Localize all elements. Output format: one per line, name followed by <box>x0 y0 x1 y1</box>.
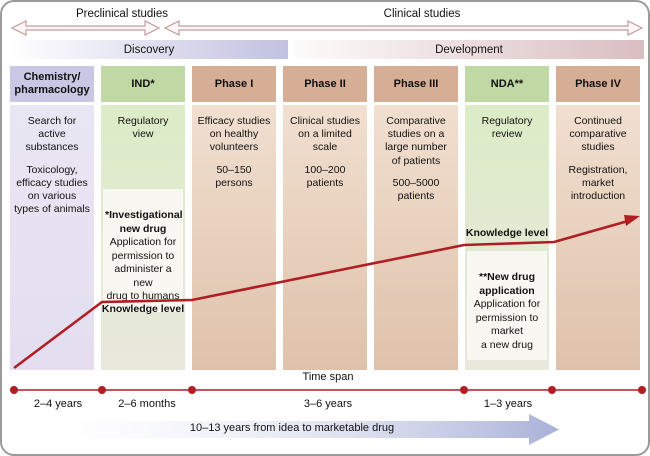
development-label: Development <box>435 43 503 56</box>
summary-duration-label: 10–13 years from idea to marketable drug <box>189 422 395 434</box>
column-phase2-text: 100–200 patients <box>304 163 346 189</box>
axis-dot <box>188 386 196 394</box>
knowledge-level-label-ind: Knowledge level <box>101 303 185 315</box>
column-ind-header: IND* <box>101 66 185 102</box>
column-phase4-header: Phase IV <box>556 66 640 102</box>
column-chemistry-body: Search for active substances Toxicology,… <box>10 105 94 370</box>
column-phase4-text: Registration, market introduction <box>568 163 628 203</box>
ind-footnote-title: *Investigational new drug <box>105 209 183 235</box>
column-ind-body: Regulatory view *Investigational new dru… <box>101 105 185 370</box>
axis-dot <box>548 386 556 394</box>
column-nda-body: Regulatory review Knowledge level **New … <box>465 105 549 370</box>
axis-dot <box>98 386 106 394</box>
column-phase3-body: Comparative studies on a large number of… <box>374 105 458 370</box>
column-phase2-text: Clinical studies on a limited scale <box>289 115 361 154</box>
discovery-bar: Discovery <box>10 40 288 59</box>
timeline-segment-label: 3–6 years <box>303 398 353 410</box>
clinical-studies-label: Clinical studies <box>383 8 461 20</box>
axis-dot <box>10 386 18 394</box>
column-phase4-text: Continued comparative studies <box>569 115 627 154</box>
axis-dot <box>638 386 646 394</box>
column-chemistry-header: Chemistry/ pharmacology <box>10 66 94 102</box>
column-phase3-header: Phase III <box>374 66 458 102</box>
timeline-segment-label: 1–3 years <box>483 398 533 410</box>
column-phase2-header: Phase II <box>283 66 367 102</box>
discovery-label: Discovery <box>123 43 175 56</box>
column-phase4-body: Continued comparative studies Registrati… <box>556 105 640 370</box>
column-phase3-text: Comparative studies on a large number of… <box>385 115 447 167</box>
nda-footnote-title: **New drug application <box>478 271 535 297</box>
timeline-segment-label: 2–4 years <box>33 398 83 410</box>
column-phase1-header: Phase I <box>192 66 276 102</box>
column-chemistry-text: Search for active substances <box>25 115 79 154</box>
column-nda-header: NDA** <box>465 66 549 102</box>
axis-dot <box>460 386 468 394</box>
nda-footnote-text: Application for permission to market a n… <box>473 298 541 351</box>
column-chemistry-text: Toxicology, efficacy studies on various … <box>14 163 90 216</box>
clinical-double-arrow <box>163 20 644 36</box>
ind-footnote-text: Application for permission to administer… <box>106 236 180 303</box>
column-phase1-text: Efficacy studies on healthy volunteers <box>197 115 271 154</box>
preclinical-studies-label: Preclinical studies <box>75 8 169 20</box>
time-span-axis-dots <box>10 386 646 394</box>
development-bar: Development <box>294 40 644 59</box>
column-ind-text: Regulatory view <box>117 115 169 141</box>
knowledge-level-label-nda: Knowledge level <box>465 227 549 239</box>
timeline-segment-label: 2–6 months <box>118 398 176 410</box>
column-phase1-body: Efficacy studies on healthy volunteers 5… <box>192 105 276 370</box>
column-nda-text: Regulatory review <box>481 115 533 141</box>
column-phase1-text: 50–150 persons <box>215 163 253 189</box>
preclinical-double-arrow <box>10 20 161 36</box>
column-phase3-text: 500–5000 patients <box>392 176 440 203</box>
time-span-label: Time span <box>302 371 354 383</box>
column-phase2-body: Clinical studies on a limited scale 100–… <box>283 105 367 370</box>
